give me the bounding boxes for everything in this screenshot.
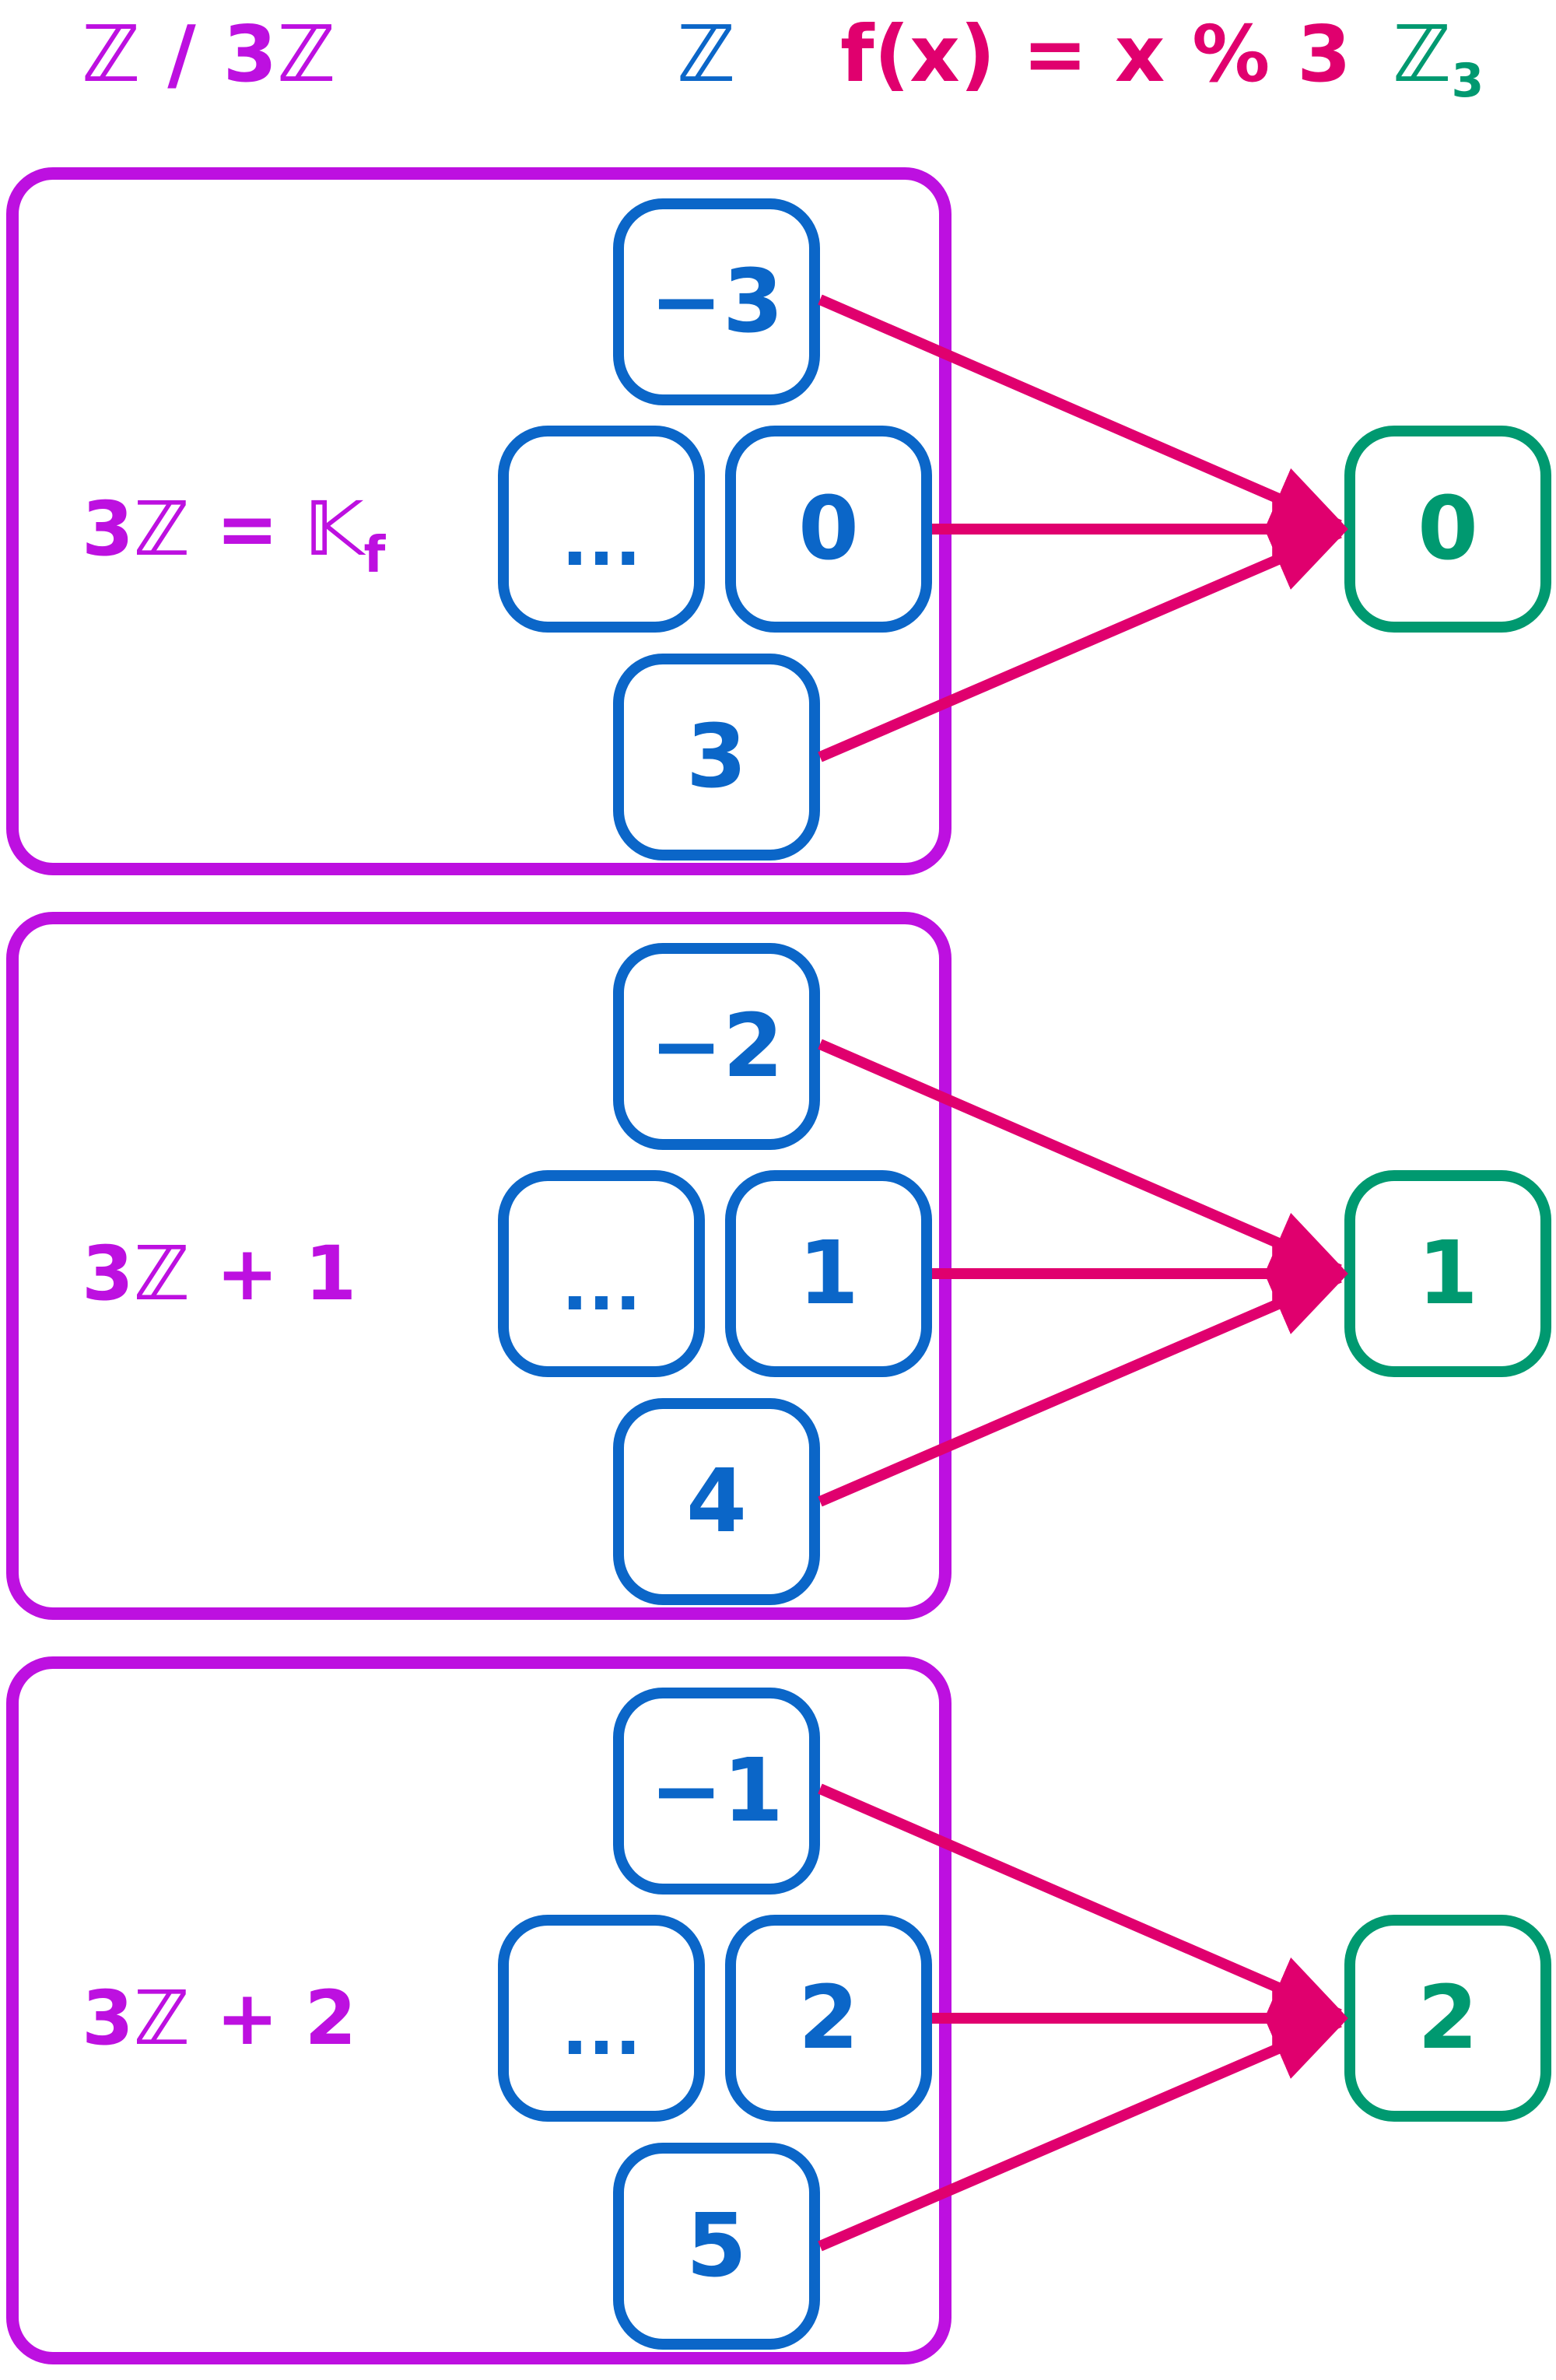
image-box: 1	[1344, 1170, 1551, 1377]
arrows-group-2	[818, 1783, 1349, 2252]
coset-label-text: 3ℤ + 2	[82, 1975, 357, 2062]
arrow-top	[818, 294, 1348, 531]
coset-label-text: 3ℤ + 1	[82, 1230, 357, 1317]
element-box-ellipsis: ...	[498, 1915, 705, 2122]
codomain-title: ℤ3	[1393, 8, 1484, 128]
element-box-bottom: 3	[613, 654, 820, 861]
arrow-bottom	[818, 2017, 1348, 2252]
arrow-bottom	[818, 528, 1348, 762]
arrows-group-0	[818, 294, 1349, 762]
element-box-top: −1	[613, 1688, 820, 1895]
quotient-text: ℤ / 3ℤ	[82, 9, 336, 100]
coset-label-1: 3ℤ + 1	[82, 1231, 356, 1316]
arrows-group-1	[818, 1039, 1349, 1507]
arrow-top	[818, 1039, 1348, 1275]
element-box-ellipsis: ...	[498, 1170, 705, 1377]
element-box-mid: 0	[725, 426, 932, 633]
quotient-title: ℤ / 3ℤ	[82, 8, 336, 101]
coset-label-subscript: f	[363, 527, 386, 584]
codomain-base: ℤ	[1393, 9, 1452, 100]
element-box-mid: 1	[725, 1170, 932, 1377]
element-box-top: −2	[613, 943, 820, 1150]
element-box-bottom: 5	[613, 2143, 820, 2350]
function-title: f(x) = x % 3	[840, 8, 1351, 101]
domain-title: ℤ	[677, 8, 735, 101]
element-box-mid: 2	[725, 1915, 932, 2122]
coset-label-2: 3ℤ + 2	[82, 1975, 356, 2061]
element-box-bottom: 4	[613, 1398, 820, 1605]
arrow-top	[818, 1783, 1348, 2020]
coset-label-text: 3ℤ = 𝕂	[82, 485, 364, 573]
element-box-ellipsis: ...	[498, 426, 705, 633]
domain-text: ℤ	[677, 9, 736, 100]
function-text: f(x) = x % 3	[840, 9, 1351, 100]
image-box: 2	[1344, 1915, 1551, 2122]
coset-label-0: 3ℤ = 𝕂f	[82, 486, 385, 598]
element-box-top: −3	[613, 198, 820, 405]
codomain-subscript: 3	[1451, 54, 1484, 108]
arrow-bottom	[818, 1272, 1348, 1507]
